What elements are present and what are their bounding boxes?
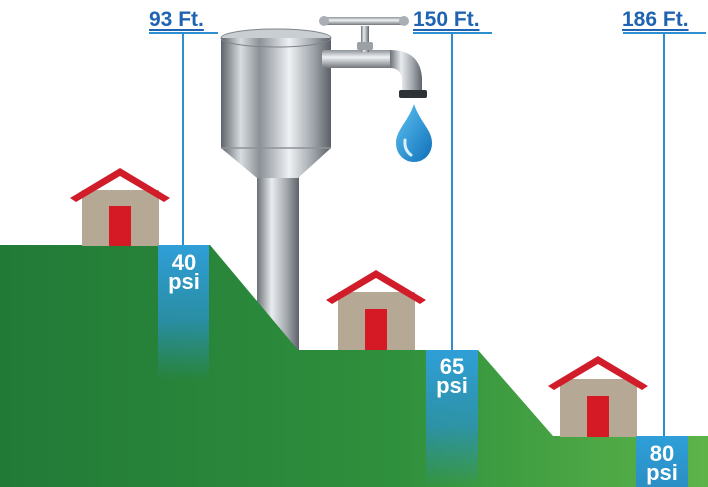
height-leader-lines bbox=[149, 32, 706, 436]
pressure-unit: psi bbox=[168, 269, 200, 294]
house-icon bbox=[70, 168, 170, 246]
pressure-label-house-3: 80 psi bbox=[637, 441, 687, 485]
pressure-column-65 bbox=[426, 350, 478, 487]
height-label-house-3: 186 Ft. bbox=[622, 8, 689, 31]
pressure-value: 80 bbox=[649, 441, 675, 466]
house-icon bbox=[326, 270, 426, 350]
height-label-house-1: 93 Ft. bbox=[149, 8, 204, 31]
pressure-value: 40 bbox=[171, 250, 197, 275]
faucet-icon bbox=[319, 16, 427, 98]
house-icon bbox=[548, 356, 648, 437]
pressure-label-house-2: 65 psi bbox=[427, 354, 477, 398]
pressure-column-80 bbox=[636, 436, 688, 487]
height-label-house-2: 150 Ft. bbox=[413, 8, 480, 31]
water-drop-icon bbox=[396, 104, 432, 162]
pressure-value: 65 bbox=[439, 354, 465, 379]
pressure-label-house-1: 40 psi bbox=[159, 250, 209, 294]
water-tower-icon bbox=[220, 28, 332, 178]
pressure-unit: psi bbox=[436, 373, 468, 398]
pressure-unit: psi bbox=[646, 460, 678, 485]
pressure-column-40 bbox=[158, 245, 209, 380]
